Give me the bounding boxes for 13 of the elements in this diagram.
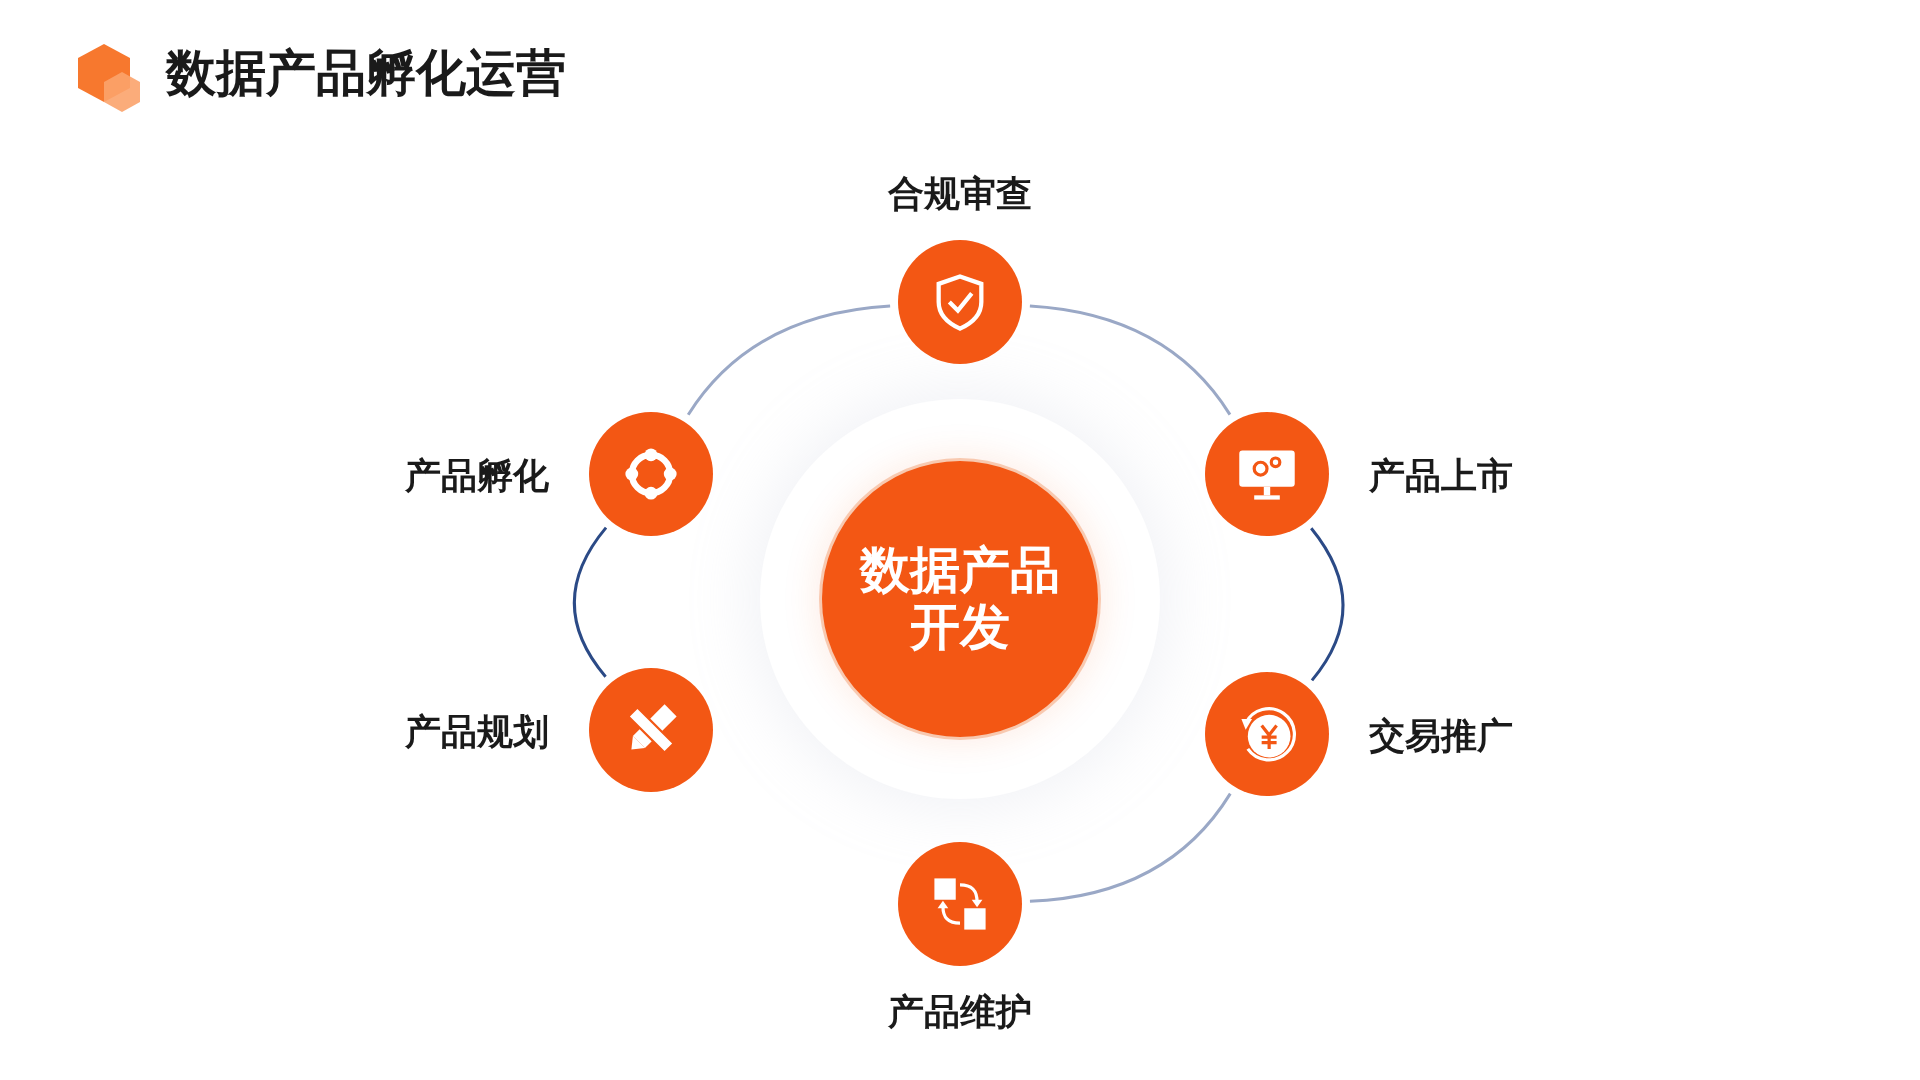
step-label: 产品孵化 <box>405 454 549 498</box>
arc-connector <box>687 304 891 416</box>
step-label: 交易推广 <box>1369 714 1513 758</box>
center-label: 数据产品开发 <box>858 541 1061 657</box>
arc-connector <box>1029 792 1232 903</box>
arc-connector <box>1029 304 1232 416</box>
arc-connector <box>572 526 608 678</box>
step-label: 产品规划 <box>405 710 549 754</box>
step-label: 合规审查 <box>887 172 1033 216</box>
arc-connector <box>1310 527 1345 682</box>
title: 数据产品孵化运营 <box>166 44 566 103</box>
step-label: 产品维护 <box>887 990 1033 1034</box>
step-label: 产品上市 <box>1369 454 1513 498</box>
